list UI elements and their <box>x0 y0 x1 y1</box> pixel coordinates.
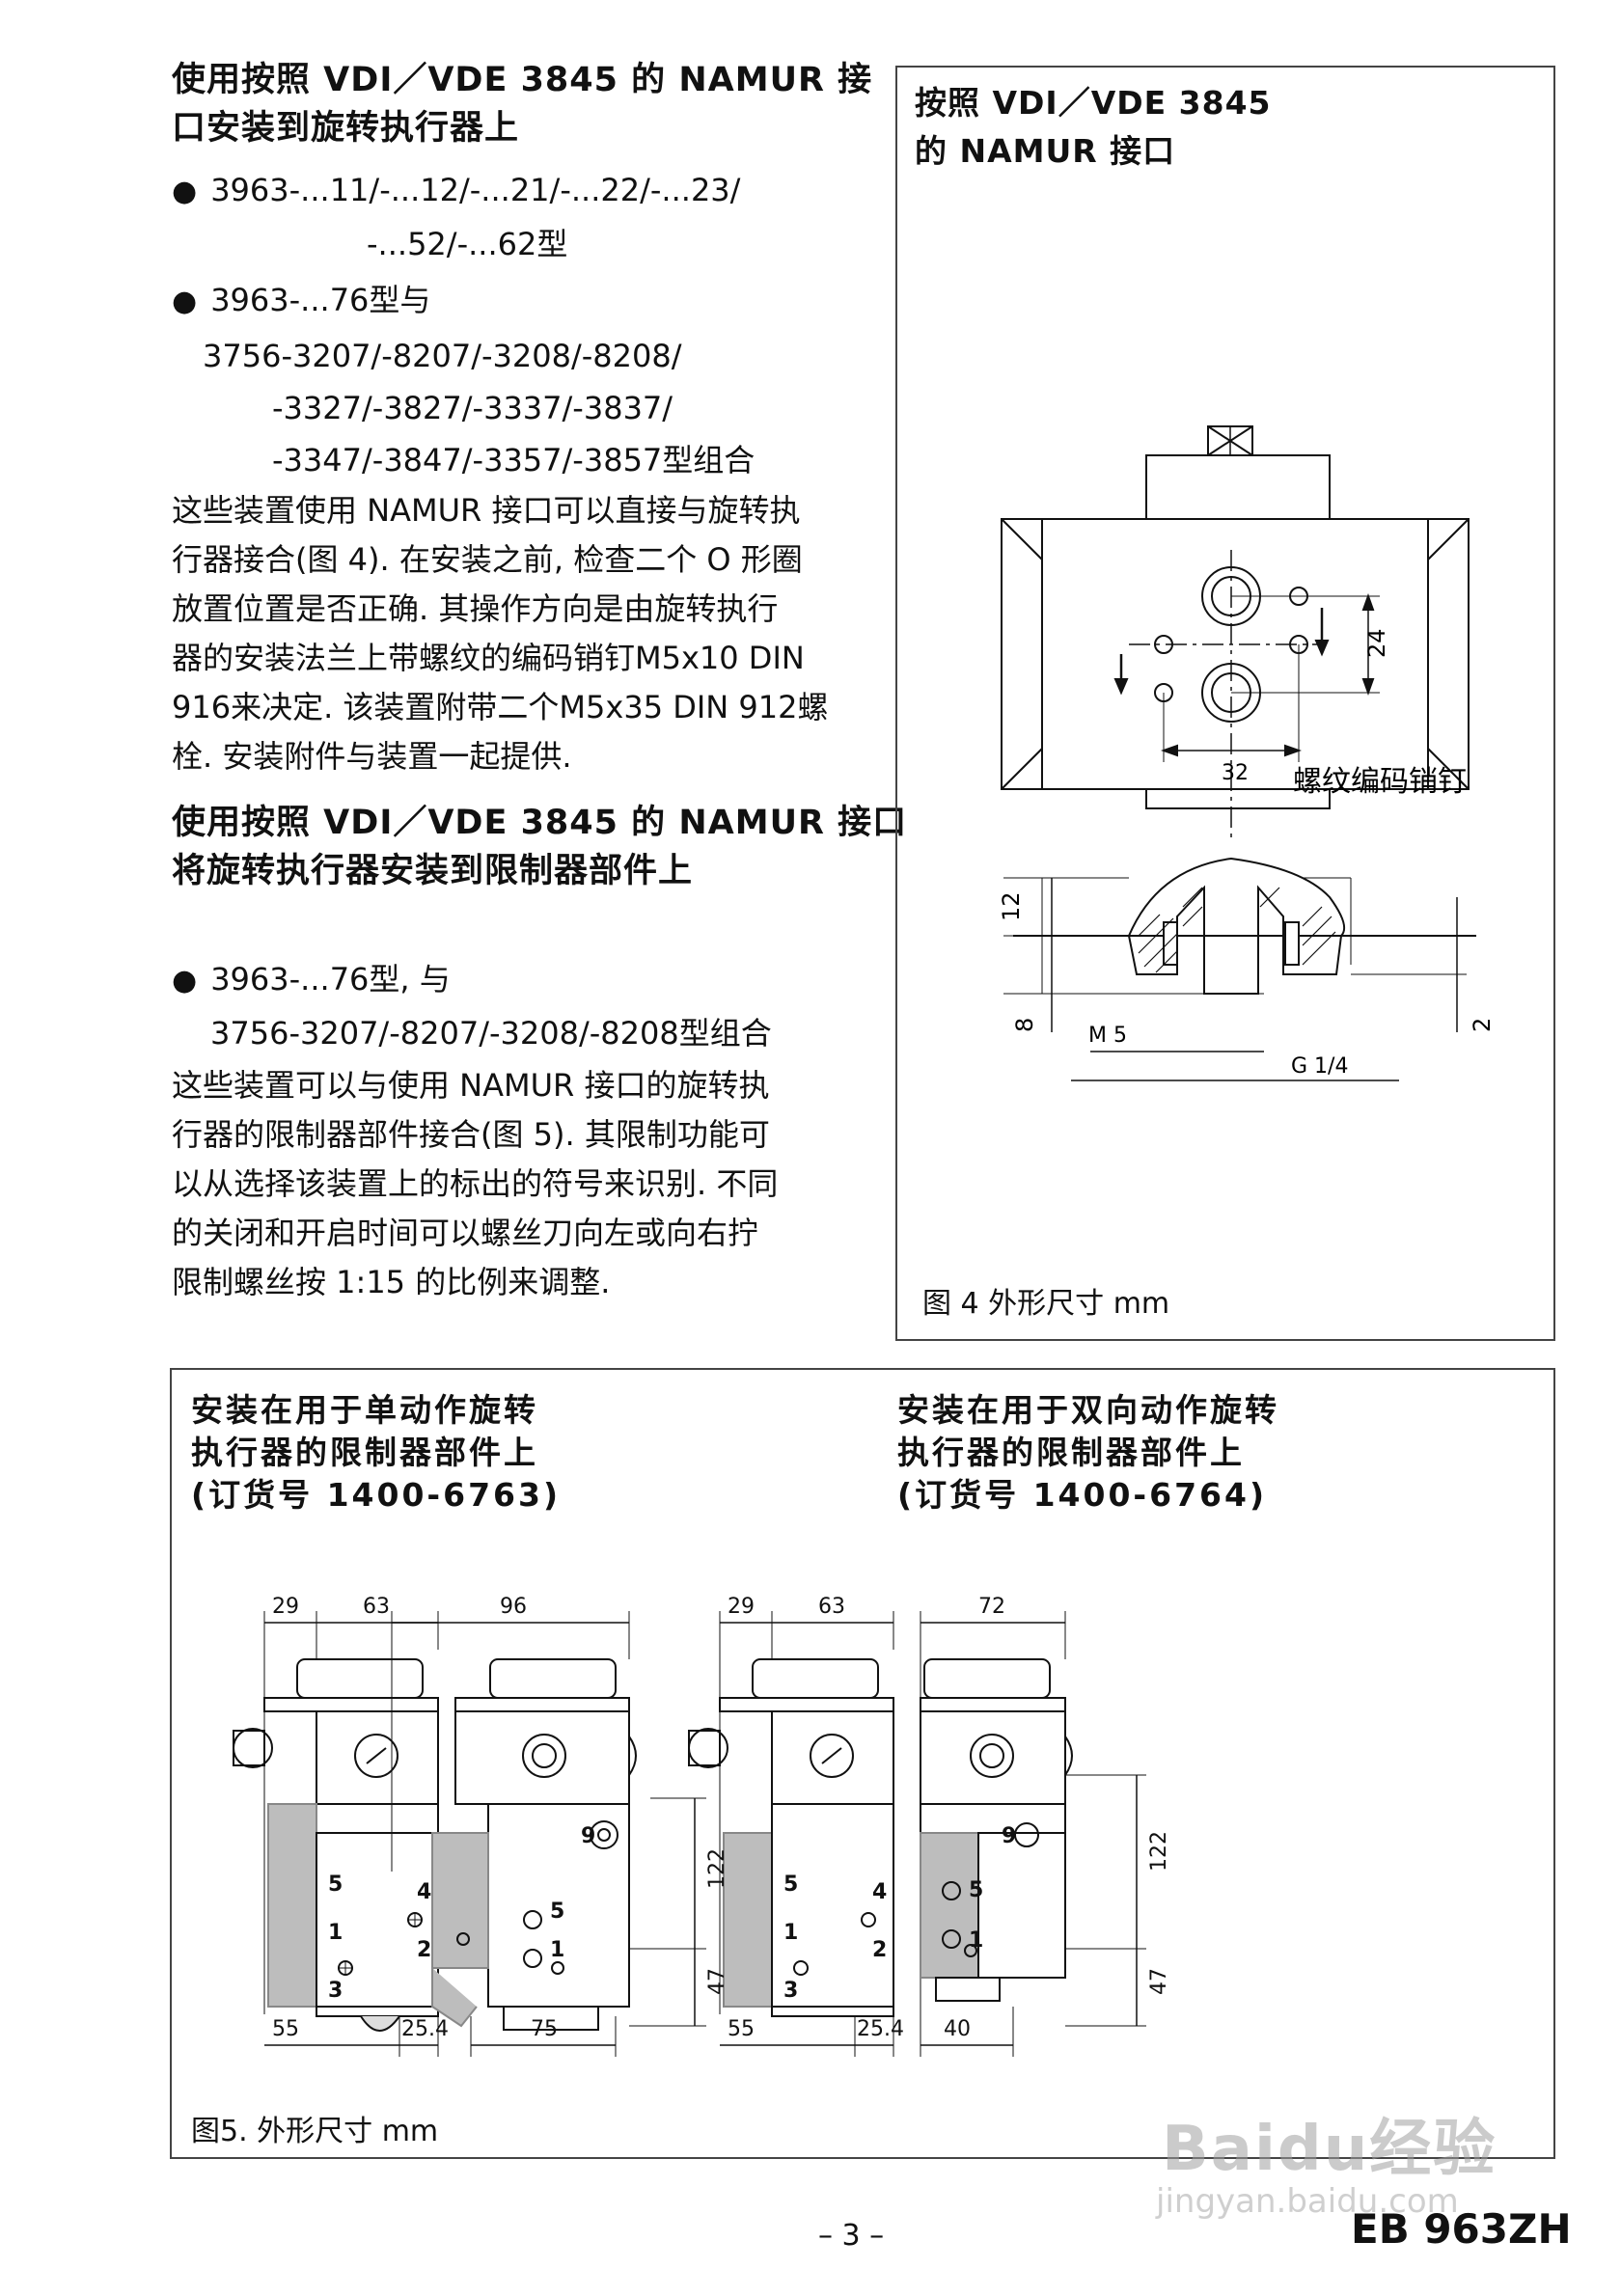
d-side-port-5: 5 <box>969 1878 983 1902</box>
section1-paragraph: 这些装置使用 NAMUR 接口可以直接与旋转执 行器接合(图 4). 在安装之前… <box>172 492 829 775</box>
section2-bullet1-line1: 3963-...76型, 与 <box>172 955 451 1005</box>
label-coding-pin: 螺纹编码销钉 <box>1293 765 1467 799</box>
d-port-5: 5 <box>783 1872 798 1897</box>
figure5-left-title: 安装在用于单动作旋转 执行器的限制器部件上 (订货号 1400-6763) <box>191 1391 562 1514</box>
d-port-3: 3 <box>783 1979 798 2003</box>
d-front-bottom-b: 25.4 <box>857 2017 904 2041</box>
s-front-bottom-a: 55 <box>272 2017 299 2041</box>
d-front-bottom-a: 55 <box>728 2017 755 2041</box>
s-side-right-b: 47 <box>705 1968 729 1995</box>
dim-32: 32 <box>1222 761 1249 785</box>
d-port-4: 4 <box>872 1880 887 1904</box>
figure5-box: 安装在用于单动作旋转 执行器的限制器部件上 (订货号 1400-6763) 安装… <box>170 1368 1555 2159</box>
s-front-top-b: 63 <box>363 1595 390 1619</box>
d-port-1: 1 <box>783 1921 798 1945</box>
s-port-2: 2 <box>417 1938 431 1962</box>
baidu-watermark-url: jingyan.baidu.com <box>1156 2182 1459 2221</box>
single-front-view <box>233 1611 439 2057</box>
s-port-5: 5 <box>328 1872 343 1897</box>
section1-bullet1-line1: 3963-...11/-...12/-...21/-...22/-...23/ <box>172 166 740 216</box>
limiter-drawings: 29 63 55 25.4 96 122 47 75 29 63 55 25.4… <box>233 1595 1171 2057</box>
section1-bullet2-line4: -3347/-3847/-3357/-3857型组合 <box>272 442 756 478</box>
section1-heading: 使用按照 VDI／VDE 3845 的 NAMUR 接 口安装到旋转执行器上 <box>172 61 873 148</box>
s-side-port-9: 9 <box>581 1824 595 1848</box>
s-side-right-a: 122 <box>705 1848 729 1889</box>
s-side-bottom: 75 <box>531 2017 558 2041</box>
d-front-top-b: 63 <box>818 1595 845 1619</box>
d-side-top: 72 <box>978 1595 1005 1619</box>
namur-interface-drawing: 24 32 12 8 2 M 5 G 1/4 螺纹编码销钉 <box>998 425 1496 1081</box>
dim-12: 12 <box>998 891 1025 921</box>
figure4-caption: 图 4 外形尺寸 mm <box>922 1287 1170 1321</box>
double-side-view <box>920 1611 1146 2057</box>
section1-bullet2-line2: 3756-3207/-8207/-3208/-8208/ <box>203 338 682 374</box>
dim-8: 8 <box>1011 1018 1038 1032</box>
s-port-4: 4 <box>417 1880 431 1904</box>
d-side-bottom: 40 <box>944 2017 971 2041</box>
dim-24: 24 <box>1363 628 1390 658</box>
figure5-caption: 图5. 外形尺寸 mm <box>191 2115 439 2148</box>
s-side-port-1: 1 <box>550 1938 564 1962</box>
label-g14: G 1/4 <box>1291 1054 1348 1079</box>
double-front-view <box>688 1611 894 2057</box>
d-side-port-9: 9 <box>1002 1824 1016 1848</box>
d-side-right-a: 122 <box>1147 1831 1171 1872</box>
s-side-port-5: 5 <box>550 1900 564 1924</box>
s-port-1: 1 <box>328 1921 343 1945</box>
page-number: – 3 – <box>818 2219 885 2253</box>
section1-bullet2-line1: 3963-...76型与 <box>172 276 430 326</box>
figure5-right-title: 安装在用于双向动作旋转 执行器的限制器部件上 (订货号 1400-6764) <box>897 1391 1279 1514</box>
section1-bullet2-line3: -3327/-3827/-3337/-3837/ <box>272 390 673 426</box>
s-front-bottom-b: 25.4 <box>401 2017 449 2041</box>
s-side-top: 96 <box>500 1595 527 1619</box>
d-port-2: 2 <box>872 1938 887 1962</box>
d-side-right-b: 47 <box>1147 1968 1171 1995</box>
baidu-watermark: Baidu经验 <box>1162 2114 1497 2185</box>
section2-bullet1-line2: 3756-3207/-8207/-3208/-8208型组合 <box>210 1015 772 1052</box>
figure4-box: 按照 VDI／VDE 3845 的 NAMUR 接口 <box>895 66 1555 1341</box>
d-side-port-1: 1 <box>969 1928 983 1953</box>
section2-paragraph: 这些装置可以与使用 NAMUR 接口的旋转执 行器的限制器部件接合(图 5). … <box>172 1067 779 1300</box>
d-front-top-a: 29 <box>728 1595 755 1619</box>
dim-2: 2 <box>1469 1018 1496 1032</box>
section2-heading: 使用按照 VDI／VDE 3845 的 NAMUR 接口 将旋转执行器安装到限制… <box>172 804 908 890</box>
s-port-3: 3 <box>328 1979 343 2003</box>
section1-bullet1-line2: -...52/-...62型 <box>367 226 568 262</box>
doc-id: EB 963ZH <box>1351 2205 1572 2253</box>
label-m5: M 5 <box>1088 1024 1127 1048</box>
figure4-title: 按照 VDI／VDE 3845 的 NAMUR 接口 <box>915 84 1272 170</box>
s-front-top-a: 29 <box>272 1595 299 1619</box>
single-side-view <box>391 1611 706 2057</box>
